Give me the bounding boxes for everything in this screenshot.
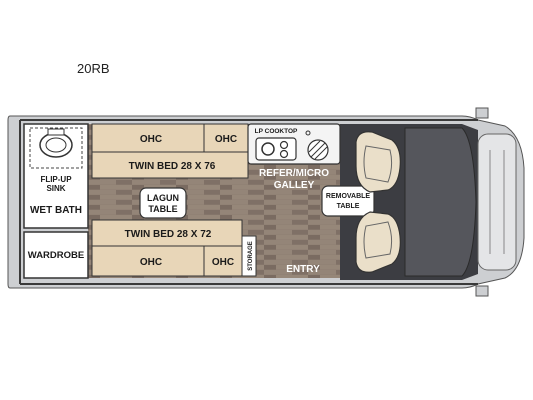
label-refer-micro-2: GALLEY: [274, 180, 315, 191]
label-ohc-3: OHC: [140, 257, 162, 268]
label-lagun-1: LAGUN: [147, 193, 179, 203]
ohc-bottom-left: [91, 245, 205, 277]
model-name: 20RB: [77, 61, 110, 76]
toilet-area: [29, 127, 83, 169]
label-twin-bed-bottom: TWIN BED 28 X 72: [125, 229, 212, 240]
label-flip-up-1: FLIP-UP: [40, 175, 72, 184]
label-ohc-4: OHC: [212, 257, 234, 268]
label-wardrobe: WARDROBE: [28, 250, 84, 261]
toilet-icon: [39, 132, 73, 158]
label-storage: STORAGE: [248, 241, 254, 271]
twin-bed-bottom: [91, 219, 243, 247]
mirror-bottom: [475, 285, 489, 297]
wardrobe: [23, 231, 89, 279]
engine-hood: [477, 133, 517, 271]
mirror-top: [475, 107, 489, 119]
twin-bed-top: [91, 151, 249, 179]
label-twin-bed-top: TWIN BED 28 X 76: [129, 161, 216, 172]
lagun-table: [139, 187, 187, 219]
label-refer-micro-1: REFER/MICRO: [259, 168, 329, 179]
label-flip-up-2: SINK: [46, 184, 65, 193]
label-ohc-2: OHC: [215, 134, 237, 145]
label-removable-2: TABLE: [337, 203, 360, 210]
seat-top: [355, 131, 401, 193]
label-ohc-1: OHC: [140, 134, 162, 145]
label-lp-cooktop: LP COOKTOP: [255, 128, 298, 135]
ohc-bottom-right: [203, 245, 243, 277]
seat-bottom: [355, 211, 401, 273]
dashboard: [404, 127, 477, 277]
label-removable-1: REMOVABLE: [326, 193, 371, 200]
label-wet-bath: WET BATH: [30, 205, 82, 216]
storage: [241, 235, 257, 277]
removable-table: [321, 185, 375, 217]
label-lagun-2: TABLE: [148, 204, 177, 214]
label-entry: ENTRY: [286, 264, 320, 275]
